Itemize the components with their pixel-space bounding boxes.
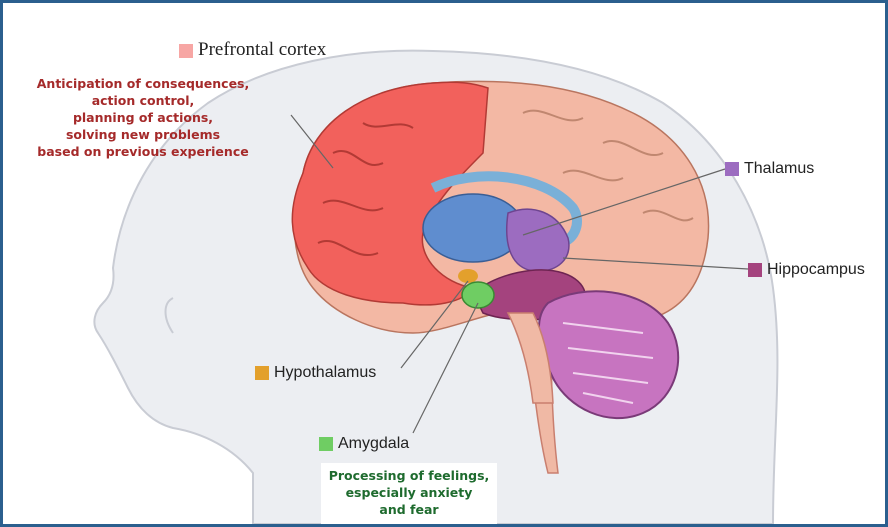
prefrontal-swatch [179, 44, 193, 58]
hypothalamus-label: Hypothalamus [255, 364, 376, 382]
amygdala-description: Processing of feelings,especially anxiet… [321, 463, 497, 524]
prefrontal-description-line: solving new problems [33, 126, 253, 143]
hypothalamus-swatch [255, 366, 269, 380]
hypothalamus-region [458, 269, 478, 283]
amygdala-swatch [319, 437, 333, 451]
prefrontal-description-line: based on previous experience [33, 143, 253, 160]
amygdala-label: Amygdala [319, 435, 409, 453]
hippocampus-label: Hippocampus [748, 261, 865, 279]
prefrontal-description-line: Anticipation of consequences, [33, 75, 253, 92]
prefrontal-label: Prefrontal cortex [179, 39, 326, 61]
prefrontal-description-line: planning of actions, [33, 109, 253, 126]
amygdala-description-line: and fear [321, 501, 497, 518]
amygdala-description-line: especially anxiety [321, 484, 497, 501]
amygdala-description-line: Processing of feelings, [321, 467, 497, 484]
prefrontal-description: Anticipation of consequences,action cont… [33, 75, 253, 160]
thalamus-swatch [725, 162, 739, 176]
prefrontal-description-line: action control, [33, 92, 253, 109]
hippocampus-swatch [748, 263, 762, 277]
thalamus-label: Thalamus [725, 160, 814, 178]
